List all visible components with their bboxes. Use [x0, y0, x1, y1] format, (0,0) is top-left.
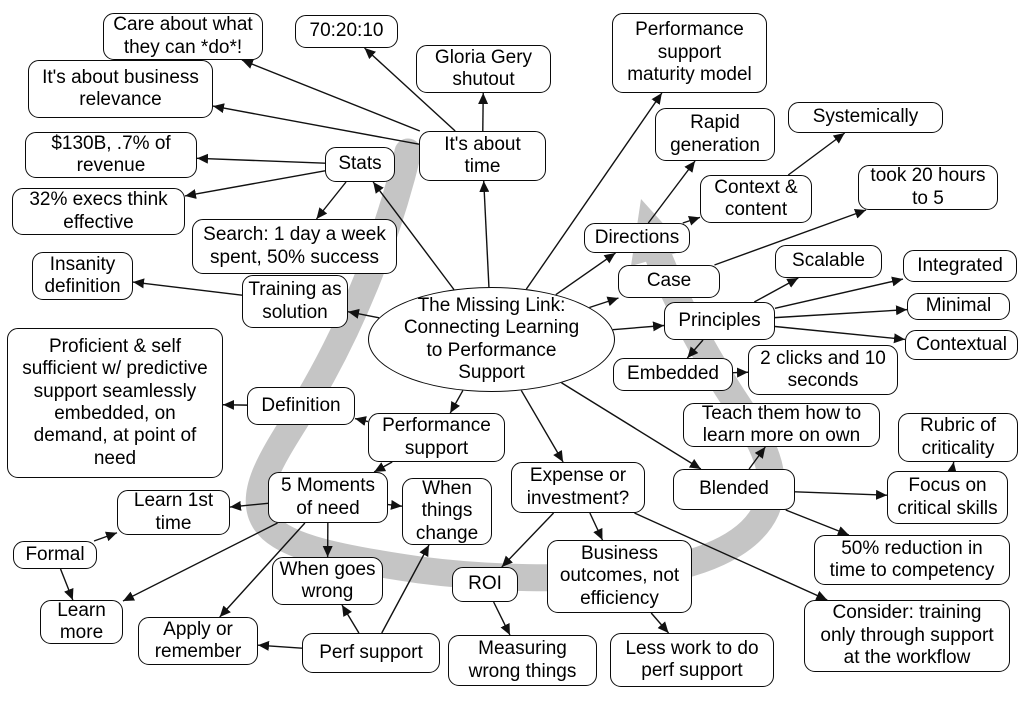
edge-principles-integrated [774, 276, 904, 309]
node-systemically[interactable]: Systemically [788, 102, 943, 133]
edge-principles-minimal [774, 305, 908, 319]
node-psmm[interactable]: Performance support maturity model [612, 13, 767, 93]
node-learn1st[interactable]: Learn 1st time [117, 490, 230, 535]
edge-iat-relevance [212, 103, 420, 145]
edge-perfsupport-wgw [341, 604, 360, 634]
edge-expense-consider [634, 512, 828, 601]
edge-center-stats [372, 181, 455, 290]
node-gloria[interactable]: Gloria Gery shutout [416, 45, 551, 93]
node-insanity[interactable]: Insanity definition [32, 252, 133, 300]
edge-expense-roi [501, 512, 555, 568]
edge-perfsupport-wtc [381, 544, 430, 634]
node-teach[interactable]: Teach them how to learn more on own [683, 403, 880, 447]
edge-roi-measuring [493, 601, 511, 636]
edge-focus-rubric [946, 461, 957, 474]
node-took20[interactable]: took 20 hours to 5 [858, 165, 998, 210]
edge-case-took20 [714, 209, 867, 266]
node-learnmore[interactable]: Learn more [40, 600, 123, 644]
edge-expense-outcomes [589, 512, 604, 541]
node-b130[interactable]: $130B, .7% of revenue [25, 132, 197, 178]
edge-center-principles [612, 321, 665, 332]
edge-principles-contextual [774, 325, 906, 344]
edge-stats-execs [184, 170, 326, 199]
node-blended[interactable]: Blended [673, 469, 795, 510]
node-outcomes[interactable]: Business outcomes, not efficiency [547, 540, 692, 613]
node-rubric[interactable]: Rubric of criticality [898, 413, 1018, 462]
node-formal[interactable]: Formal [13, 541, 97, 569]
node-case[interactable]: Case [618, 265, 720, 298]
edge-outcomes-lesswork [650, 612, 670, 634]
node-execs[interactable]: 32% execs think effective [12, 188, 185, 235]
node-perfsupport[interactable]: Perf support [302, 633, 440, 673]
edge-blended-focus [794, 489, 888, 500]
edge-iat-care [241, 59, 421, 132]
edge-iat-ratio [364, 47, 456, 132]
edge-training-insanity [132, 278, 243, 296]
node-directions[interactable]: Directions [584, 223, 690, 253]
edge-psupport-moments [373, 461, 393, 473]
edge-center-psmm [525, 92, 663, 290]
edge-moments-learn1st [229, 500, 269, 511]
edge-directions-context [682, 216, 701, 226]
edge-moments-learnmore [122, 522, 278, 602]
node-care[interactable]: Care about what they can *do*! [103, 13, 263, 60]
edge-blended-teach [748, 446, 766, 470]
node-iat[interactable]: It's about time [419, 131, 546, 181]
node-moments[interactable]: 5 Moments of need [268, 472, 388, 523]
edge-blended-reduction [785, 509, 850, 536]
node-rapid[interactable]: Rapid generation [655, 108, 775, 161]
node-center[interactable]: The Missing Link: Connecting Learning to… [368, 287, 615, 392]
node-relevance[interactable]: It's about business relevance [28, 60, 213, 118]
edge-center-case [589, 296, 619, 309]
edge-center-blended [561, 382, 702, 470]
node-roi[interactable]: ROI [452, 567, 518, 602]
node-integrated[interactable]: Integrated [903, 250, 1017, 282]
edge-stats-b130 [196, 153, 326, 164]
node-principles[interactable]: Principles [664, 302, 775, 340]
edge-formal-learn1st [93, 531, 118, 542]
node-stats[interactable]: Stats [325, 147, 395, 182]
node-apply[interactable]: Apply or remember [138, 617, 258, 665]
node-lesswork[interactable]: Less work to do perf support [610, 633, 774, 687]
edge-moments-wtc [387, 499, 403, 510]
node-measuring[interactable]: Measuring wrong things [448, 635, 597, 686]
edge-principles-scalable [753, 277, 799, 303]
node-reduction[interactable]: 50% reduction in time to competency [814, 535, 1010, 585]
node-context[interactable]: Context & content [700, 175, 812, 223]
edge-psupport-definition [354, 416, 369, 426]
edge-stats-search [315, 181, 347, 220]
node-search[interactable]: Search: 1 day a week spent, 50% success [192, 219, 397, 274]
edge-directions-rapid [647, 160, 696, 224]
node-minimal[interactable]: Minimal [907, 293, 1010, 320]
edge-center-expense [520, 390, 564, 463]
edge-moments-apply [219, 522, 306, 618]
edge-center-directions [555, 252, 616, 296]
node-training[interactable]: Training as solution [242, 275, 348, 328]
edge-principles-embedded [686, 339, 704, 359]
node-psupport[interactable]: Performance support [368, 413, 505, 462]
edge-context-systemically [787, 132, 846, 176]
edge-perfsupport-apply [257, 640, 303, 651]
node-clicks[interactable]: 2 clicks and 10 seconds [748, 345, 898, 395]
node-wgw[interactable]: When goes wrong [272, 557, 383, 605]
node-definition[interactable]: Definition [247, 387, 355, 425]
node-wtc[interactable]: When things change [402, 478, 492, 545]
edge-center-psupport [449, 390, 464, 414]
node-scalable[interactable]: Scalable [775, 245, 882, 278]
node-proficient[interactable]: Proficient & self sufficient w/ predicti… [7, 328, 223, 478]
edge-center-iat [479, 180, 490, 288]
node-contextual[interactable]: Contextual [905, 330, 1018, 360]
node-consider[interactable]: Consider: training only through support … [804, 600, 1010, 672]
node-expense[interactable]: Expense or investment? [511, 462, 645, 513]
node-embedded[interactable]: Embedded [613, 358, 733, 391]
edge-center-training [347, 308, 380, 319]
node-focus[interactable]: Focus on critical skills [887, 471, 1008, 524]
node-ratio[interactable]: 70:20:10 [295, 15, 398, 48]
edge-formal-learnmore [59, 568, 74, 601]
